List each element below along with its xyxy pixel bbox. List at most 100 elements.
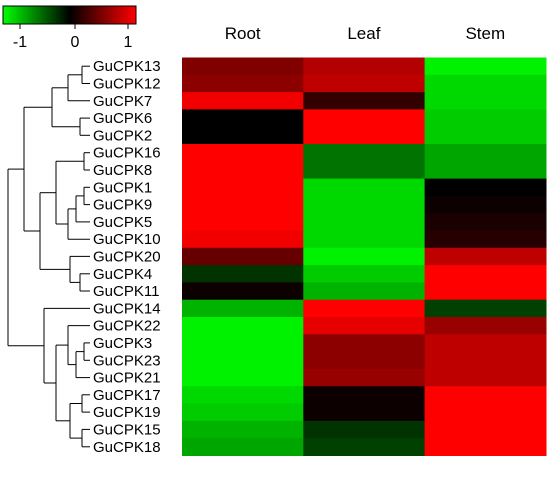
heatmap-cell	[424, 317, 547, 335]
heatmap-cell	[303, 57, 426, 76]
heatmap-cell	[182, 144, 304, 162]
heatmap-cell	[424, 368, 547, 387]
heatmap-cell	[424, 109, 547, 128]
heatmap-cell	[424, 213, 547, 232]
heatmap-cells	[182, 57, 547, 456]
heatmap-cell	[424, 195, 547, 214]
heatmap-cell	[182, 282, 304, 301]
row-label: GuCPK15	[93, 421, 161, 438]
row-dendrogram	[7, 65, 90, 448]
heatmap-cell	[424, 299, 547, 318]
heatmap-cell	[182, 230, 304, 249]
heatmap-cell	[424, 230, 547, 249]
row-label: GuCPK3	[93, 335, 152, 352]
row-label: GuCPK16	[93, 145, 161, 162]
heatmap-cell	[424, 144, 547, 162]
heatmap-cell	[424, 282, 547, 301]
heatmap-cell	[303, 299, 426, 318]
heatmap-cell	[182, 213, 304, 232]
row-label: GuCPK2	[93, 127, 152, 144]
colorbar-tick-label: 1	[124, 34, 133, 51]
heatmap-cell	[424, 74, 547, 93]
heatmap-cell	[303, 265, 426, 283]
heatmap-cell	[303, 368, 426, 387]
heatmap-cell	[303, 144, 426, 162]
heatmap-cell	[182, 317, 304, 335]
heatmap-cell	[424, 403, 547, 422]
heatmap-cell	[182, 195, 304, 214]
heatmap-cell	[303, 351, 426, 370]
heatmap-cell	[424, 334, 547, 353]
row-label: GuCPK9	[93, 197, 152, 214]
row-labels: GuCPK13GuCPK12GuCPK7GuCPK6GuCPK2GuCPK16G…	[93, 58, 161, 456]
row-label: GuCPK18	[93, 439, 161, 456]
row-label: GuCPK10	[93, 231, 161, 248]
heatmap-cell	[424, 178, 547, 197]
heatmap-cell	[303, 334, 426, 353]
heatmap-cell	[303, 438, 426, 456]
heatmap-cell	[424, 92, 547, 110]
heatmap-cell	[303, 247, 426, 266]
row-label: GuCPK11	[93, 283, 159, 300]
heatmap-cell	[424, 161, 547, 180]
heatmap-cell	[424, 247, 547, 266]
heatmap-cell	[303, 420, 426, 439]
heatmap-cell	[182, 161, 304, 180]
row-label: GuCPK22	[93, 318, 161, 335]
heatmap-cell	[424, 420, 547, 439]
heatmap-cell	[303, 92, 426, 110]
heatmap-cell	[303, 282, 426, 301]
row-label: GuCPK14	[93, 300, 161, 317]
colorbar-gradient	[2, 5, 137, 25]
row-label: GuCPK13	[93, 58, 161, 75]
row-label: GuCPK1	[93, 179, 152, 196]
heatmap-cell	[182, 334, 304, 353]
row-label: GuCPK7	[93, 93, 152, 110]
heatmap-cell	[182, 74, 304, 93]
heatmap-cell	[303, 213, 426, 232]
row-label: GuCPK6	[93, 110, 152, 127]
heatmap-cell	[424, 386, 547, 405]
heatmap-cell	[424, 438, 547, 456]
heatmap-cell	[424, 57, 547, 76]
heatmap-cell	[182, 420, 304, 439]
heatmap-cell	[424, 265, 547, 283]
row-label: GuCPK4	[93, 266, 152, 283]
colorbar-tick-label: 0	[71, 34, 80, 51]
row-label: GuCPK17	[93, 387, 161, 404]
heatmap-cell	[182, 247, 304, 266]
heatmap-cell	[303, 386, 426, 405]
row-label: GuCPK12	[93, 76, 161, 93]
heatmap-cell	[303, 178, 426, 197]
heatmap-cell	[182, 386, 304, 405]
heatmap-cell	[182, 403, 304, 422]
heatmap-cell	[182, 438, 304, 456]
row-label: GuCPK21	[93, 370, 161, 387]
heatmap-cell	[303, 109, 426, 128]
column-label: Leaf	[347, 24, 380, 43]
column-label: Root	[225, 24, 261, 43]
heatmap-cell	[182, 178, 304, 197]
heatmap-cell	[182, 126, 304, 145]
row-label: GuCPK20	[93, 248, 161, 265]
row-label: GuCPK23	[93, 352, 161, 369]
heatmap-cell	[424, 126, 547, 145]
heatmap-cell	[424, 351, 547, 370]
row-label: GuCPK8	[93, 162, 152, 179]
column-labels: Root Leaf Stem	[225, 24, 505, 43]
column-label: Stem	[465, 24, 505, 43]
row-label: GuCPK5	[93, 214, 152, 231]
row-label: GuCPK19	[93, 404, 161, 421]
heatmap-cell	[182, 92, 304, 110]
heatmap-cell	[182, 57, 304, 76]
heatmap-cell	[182, 299, 304, 318]
heatmap-cell	[303, 161, 426, 180]
heatmap-cell	[303, 230, 426, 249]
heatmap-cell	[303, 317, 426, 335]
heatmap-cell	[303, 126, 426, 145]
heatmap-cell	[182, 265, 304, 283]
colorbar: -1 0 1	[2, 5, 137, 51]
heatmap-cell	[182, 109, 304, 128]
heatmap-cell	[303, 403, 426, 422]
